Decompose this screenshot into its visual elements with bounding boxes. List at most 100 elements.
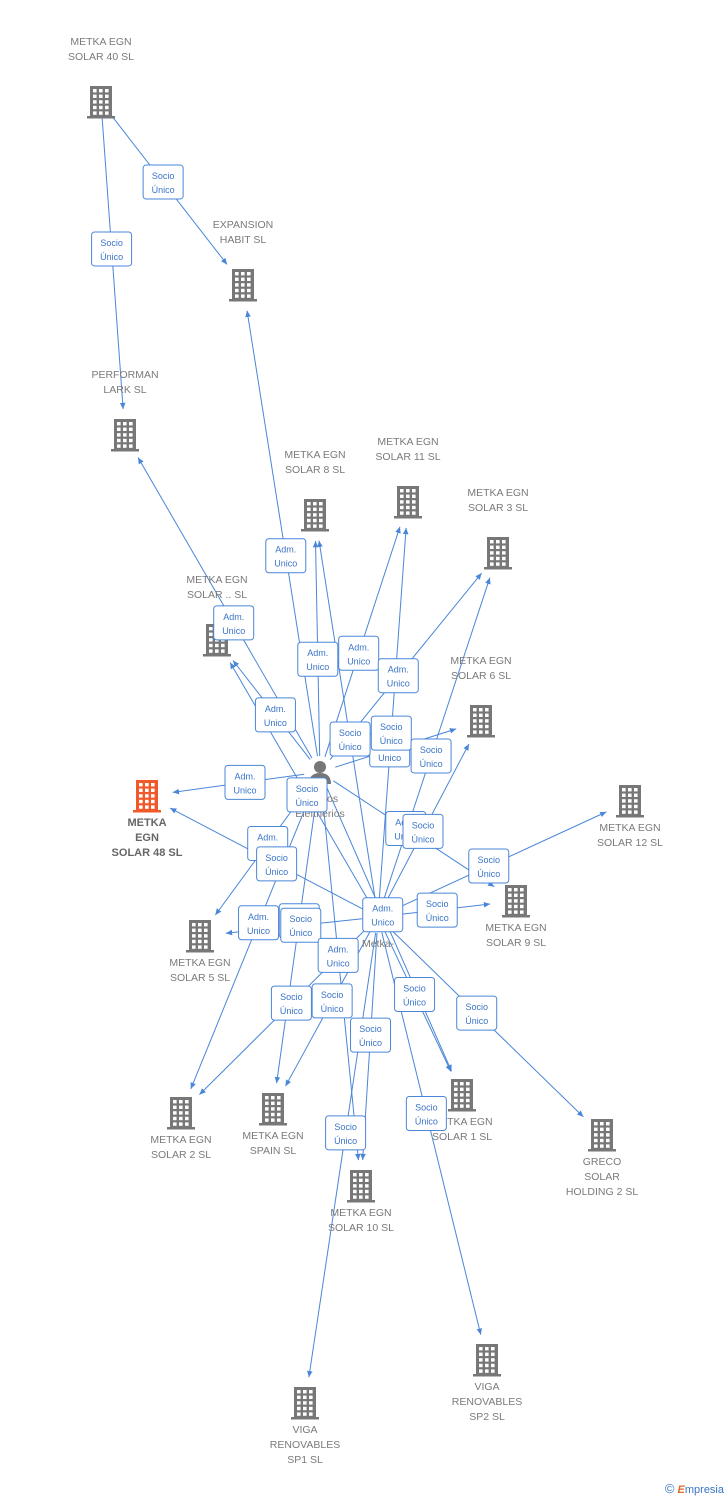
edge-label-text: Único <box>380 736 403 746</box>
edge-label[interactable]: Adm.Unico <box>213 605 255 641</box>
node-label: GRECO <box>583 1156 622 1168</box>
edge-label-text: Socio <box>280 992 303 1002</box>
company-icon[interactable] <box>87 86 115 119</box>
company-icon[interactable] <box>167 1097 195 1130</box>
company-icon[interactable] <box>616 785 644 818</box>
edge-label-text: Unico <box>264 718 287 728</box>
edge-label-text: Único <box>334 1136 357 1146</box>
edge-label[interactable]: Adm.Unico <box>265 538 307 574</box>
edge-label-text: Unico <box>387 679 410 689</box>
edge-label[interactable]: Adm.Unico <box>338 635 380 671</box>
edge-label-text: Adm. <box>307 648 328 658</box>
node-label: SOLAR 48 SL <box>112 847 183 859</box>
edge-label[interactable]: Adm. Unico <box>377 658 419 694</box>
company-icon[interactable] <box>502 885 530 918</box>
edge-label-text: Único <box>339 742 362 752</box>
node-label: METKA EGN <box>377 436 438 448</box>
brand-footer[interactable]: © Empresia <box>665 1481 724 1496</box>
edge-pmet-nviga1 <box>307 932 377 1378</box>
edge-label-text: Único <box>415 1117 438 1127</box>
edge-label-text: Adm. <box>257 832 278 842</box>
node-label: METKA <box>127 817 166 829</box>
node-label: METKA EGN <box>450 655 511 667</box>
edge-label[interactable]: Adm.Unico <box>317 937 359 973</box>
company-icon[interactable] <box>186 920 214 953</box>
edge-label-text: Unico <box>371 918 394 928</box>
company-icon[interactable] <box>467 705 495 738</box>
company-icon[interactable] <box>484 537 512 570</box>
edge-label-text: Adm. <box>223 612 244 622</box>
company-icon[interactable] <box>259 1093 287 1126</box>
node-label: METKA EGN <box>186 574 247 586</box>
company-icon[interactable] <box>473 1344 501 1377</box>
edge-pmet-n8 <box>317 540 377 902</box>
edge-label-text: Socio <box>420 745 443 755</box>
edge-label[interactable]: Adm.Unico <box>238 905 280 941</box>
edge-label-text: Único <box>152 185 175 195</box>
edge-label-text: Unico <box>274 559 297 569</box>
edge-label-text: Socio <box>339 728 362 738</box>
node-label: METKA EGN <box>150 1134 211 1146</box>
focus-company-icon[interactable] <box>133 780 161 813</box>
company-icon[interactable] <box>291 1387 319 1420</box>
copyright-icon: © <box>664 1481 675 1496</box>
edge-label-text: Único <box>411 834 434 844</box>
edge-label-text: Socio <box>478 855 501 865</box>
company-icon[interactable] <box>229 269 257 302</box>
company-icon[interactable] <box>588 1119 616 1152</box>
company-icon[interactable] <box>394 486 422 519</box>
company-icon[interactable] <box>347 1170 375 1203</box>
edge-label[interactable]: Adm.Unico <box>362 897 404 933</box>
edge-label-text: Unico <box>347 656 370 666</box>
company-icon[interactable] <box>111 419 139 452</box>
edge-label-text: Socio <box>152 171 175 181</box>
edge-label-text: Unico <box>306 662 329 672</box>
company-icon[interactable] <box>301 499 329 532</box>
node-label: SOLAR 40 SL <box>68 51 134 63</box>
edge-label[interactable]: Adm.Unico <box>224 764 266 800</box>
edge-label[interactable]: Adm. Unico <box>297 641 339 677</box>
company-icon[interactable] <box>448 1079 476 1112</box>
edge-label-text: Único <box>265 867 288 877</box>
node-label: HOLDING 2 SL <box>566 1186 639 1198</box>
edge-label-text: Socio <box>265 853 288 863</box>
node-label: METKA EGN <box>467 487 528 499</box>
edge-label-text: Adm. <box>388 665 409 675</box>
edge-label[interactable]: Adm.Unico <box>254 697 296 733</box>
